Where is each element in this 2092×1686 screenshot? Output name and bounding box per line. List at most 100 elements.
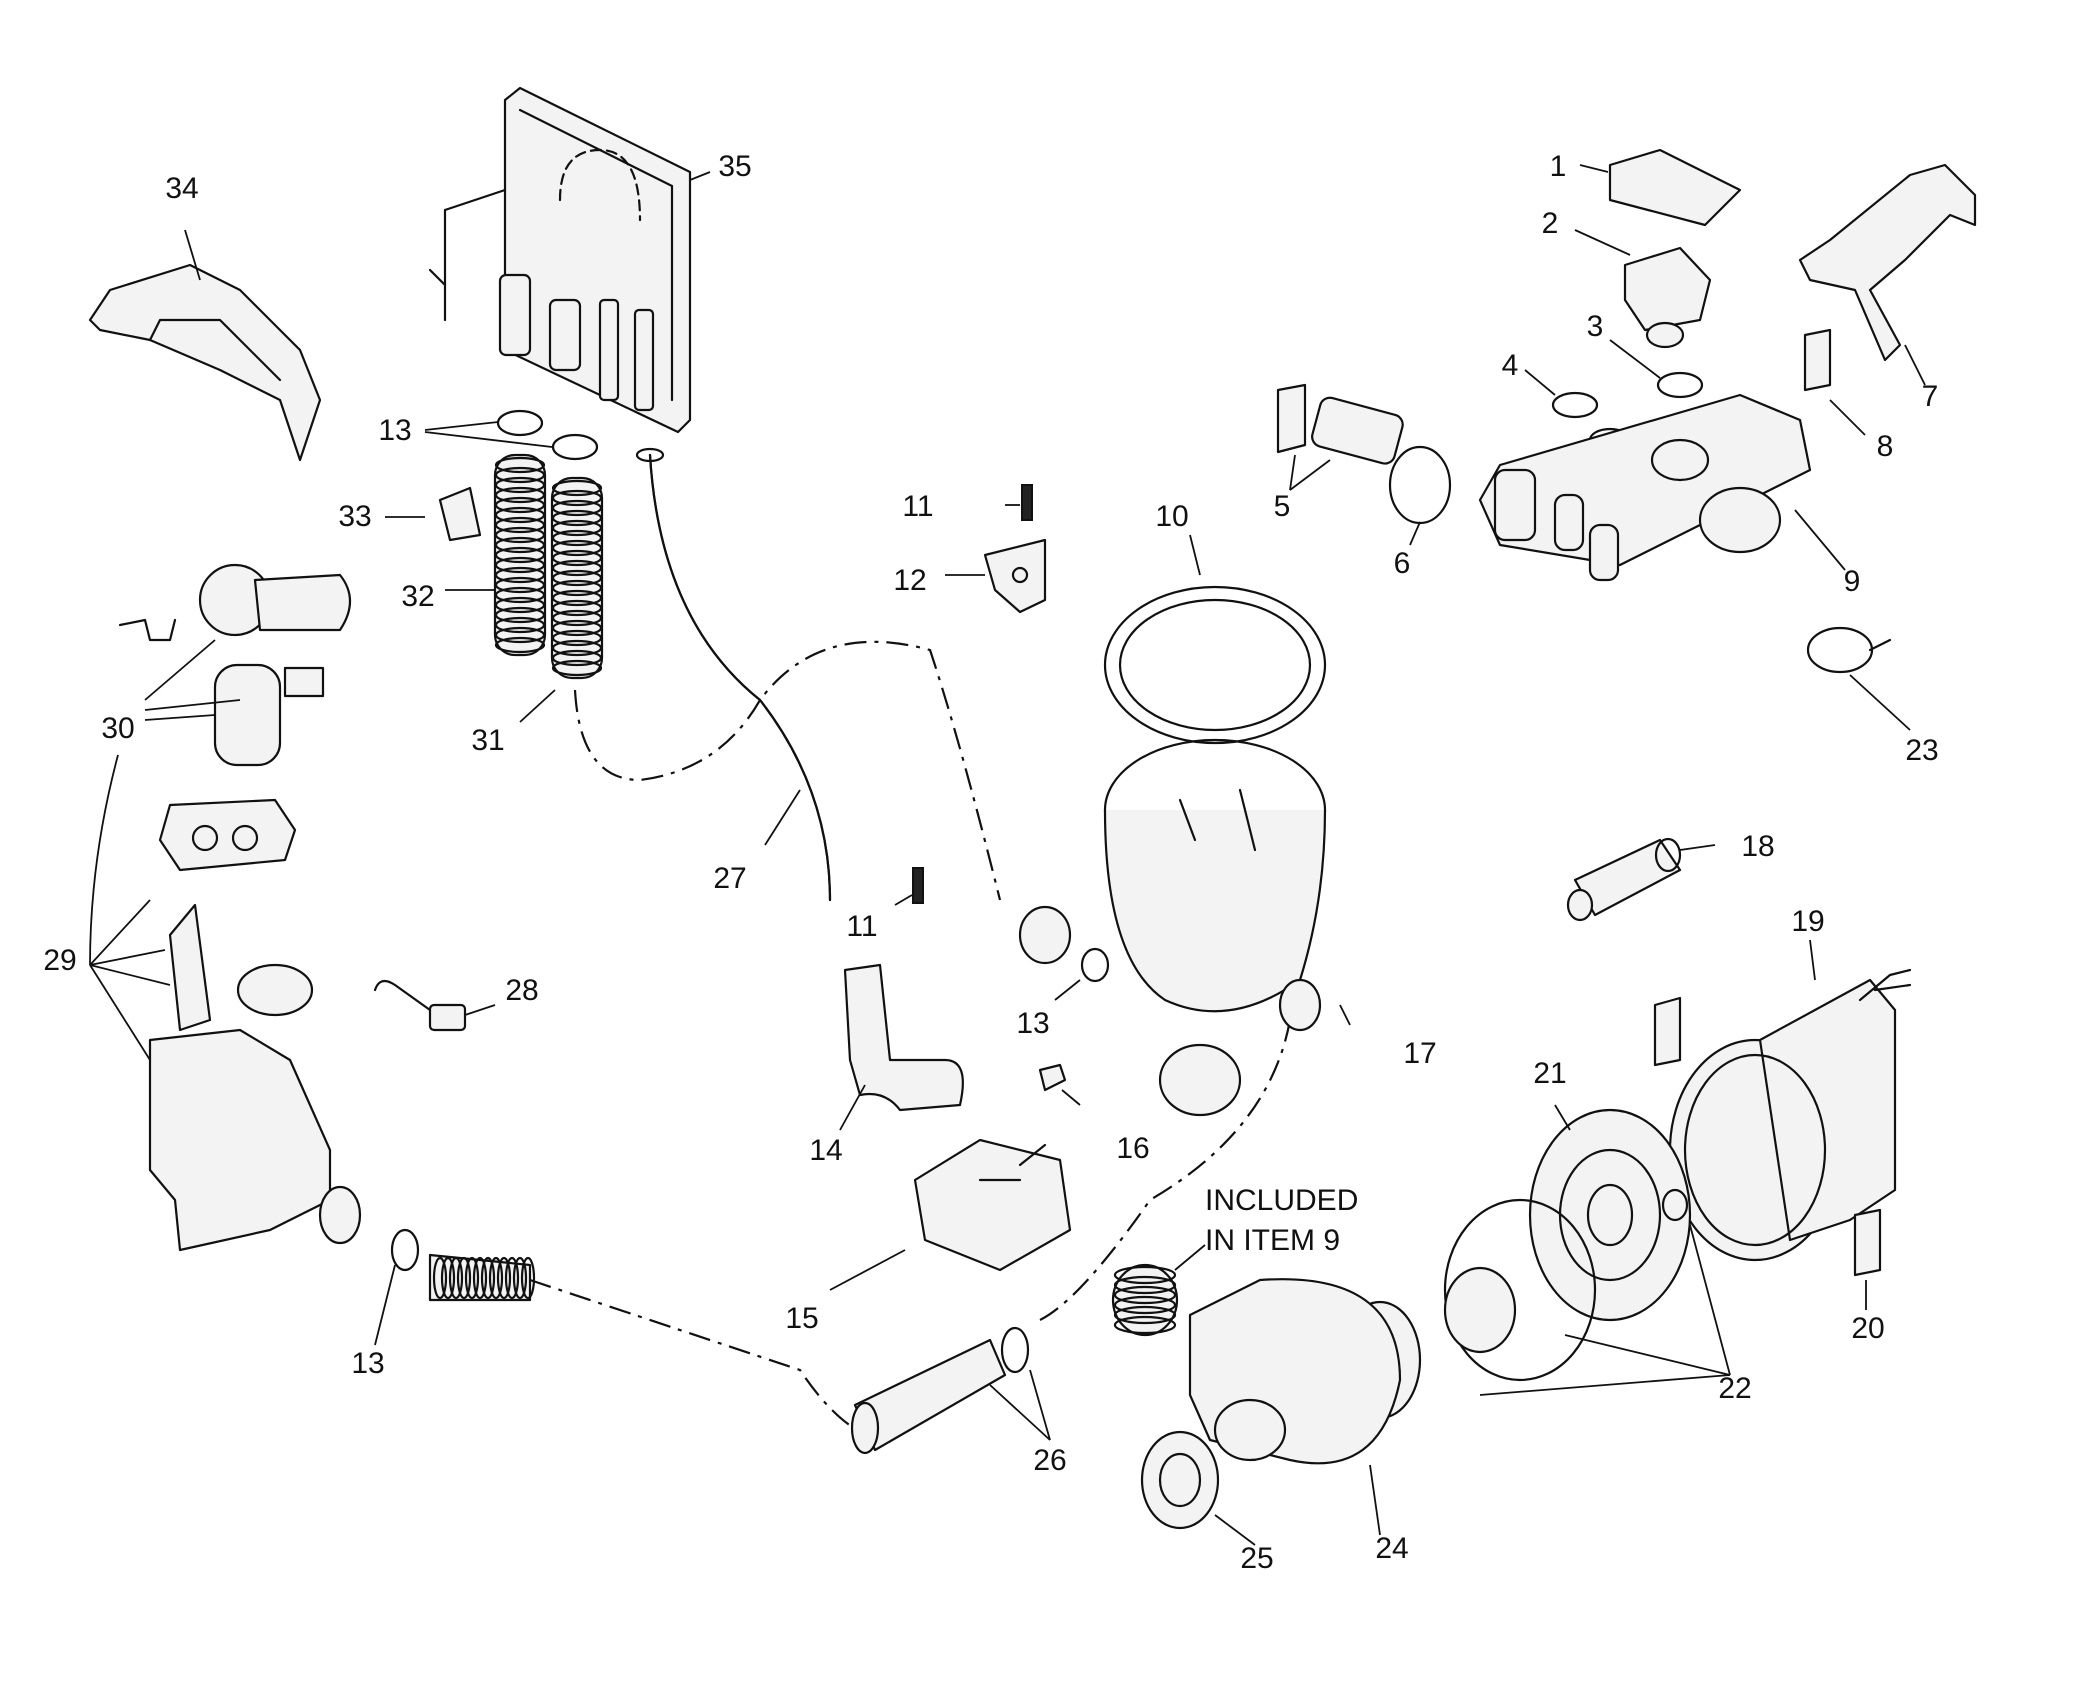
spring-coil — [551, 649, 603, 667]
spring-coil — [551, 609, 603, 627]
part-8-clip — [1803, 328, 1866, 436]
callout-33: 33 — [338, 500, 371, 533]
part-15-switch — [829, 1138, 1072, 1291]
part-27-hose — [635, 447, 832, 902]
included-note-line-1: INCLUDED — [1205, 1184, 1358, 1217]
callout-6: 6 — [1394, 547, 1411, 580]
part-13-oring-bottom — [374, 1228, 420, 1346]
spring-coil — [551, 639, 603, 657]
part-34-cover — [88, 229, 322, 462]
spring-coil — [494, 606, 546, 624]
spring-coil — [494, 616, 546, 634]
spring-coil — [1113, 1285, 1177, 1305]
part-1-cap — [1579, 148, 1742, 227]
callout-8: 8 — [1877, 430, 1894, 463]
spring-coil — [494, 596, 546, 614]
part-24-pump-volute — [1188, 1278, 1402, 1536]
spring-coil — [456, 1256, 472, 1300]
part-33-clip — [385, 486, 482, 542]
callout-16: 16 — [1116, 1132, 1149, 1165]
spring-coil — [551, 589, 603, 607]
part-28-sensor — [373, 979, 496, 1032]
part-26-hose-connector — [850, 1326, 1051, 1455]
callout-5: 5 — [1274, 490, 1291, 523]
spring-coil — [494, 576, 546, 594]
callout-4: 4 — [1502, 349, 1519, 382]
bellows-hose-left — [428, 1253, 536, 1302]
spring-coil — [551, 549, 603, 567]
spring-coil — [551, 529, 603, 547]
spring-coil — [520, 1256, 536, 1300]
spring-coil — [1113, 1275, 1177, 1295]
spring-coil — [551, 479, 603, 497]
spring-coil — [494, 556, 546, 574]
spring-coil — [440, 1256, 456, 1300]
callout-34: 34 — [165, 172, 198, 205]
callout-22: 22 — [1718, 1372, 1751, 1405]
callout-24: 24 — [1375, 1532, 1408, 1565]
part-13-orings-top — [424, 409, 599, 461]
part-30-float-switch — [118, 563, 352, 767]
spring-coil — [494, 466, 546, 484]
part-3-oring — [1609, 339, 1704, 399]
part-25-seal — [1140, 1430, 1256, 1546]
included-spring — [1111, 1244, 1206, 1337]
spring-coil — [494, 456, 546, 474]
callout-10: 10 — [1155, 500, 1188, 533]
spring-coil — [496, 1256, 512, 1300]
spring-coil — [494, 486, 546, 504]
callout-3: 3 — [1587, 310, 1604, 343]
spring-coil — [1113, 1295, 1177, 1315]
callout-29: 29 — [43, 944, 76, 977]
callout-15: 15 — [785, 1302, 818, 1335]
callout-13-top: 13 — [378, 414, 411, 447]
spring-coil — [494, 516, 546, 534]
part-20-clip — [1853, 1208, 1882, 1310]
spring-coil — [551, 499, 603, 517]
part-29-valve-assembly — [89, 754, 362, 1252]
callout-26: 26 — [1033, 1444, 1066, 1477]
spring-coil — [1113, 1265, 1177, 1285]
callout-2: 2 — [1542, 207, 1559, 240]
spring-coil — [551, 519, 603, 537]
part-19-terminal-clip — [1653, 996, 1682, 1067]
part-11-screw-mid — [894, 867, 924, 906]
part-13-oring-mid — [1018, 905, 1110, 1001]
callout-32: 32 — [401, 580, 434, 613]
callout-17: 17 — [1403, 1037, 1436, 1070]
callout-28: 28 — [505, 974, 538, 1007]
spring-coil — [480, 1256, 496, 1300]
part-23-hose-clamp — [1806, 626, 1911, 731]
callout-20: 20 — [1851, 1312, 1884, 1345]
spring-coil — [1113, 1315, 1177, 1335]
spring-coil — [551, 629, 603, 647]
callout-19: 19 — [1791, 905, 1824, 938]
spring-coil — [551, 559, 603, 577]
spring-coil — [494, 506, 546, 524]
spring-coil — [551, 599, 603, 617]
spring-coil — [472, 1256, 488, 1300]
callout-35: 35 — [718, 150, 751, 183]
part-31-32-springs — [445, 453, 604, 723]
spring-coil — [432, 1256, 448, 1300]
spring-coil — [551, 489, 603, 507]
spring-coil — [494, 536, 546, 554]
callout-13-bottom: 13 — [351, 1347, 384, 1380]
spring-coil — [494, 636, 546, 654]
spring-coil — [551, 619, 603, 637]
part-14-bracket — [839, 963, 964, 1131]
part-16-clip — [1038, 1063, 1081, 1106]
included-note-line-2: IN ITEM 9 — [1205, 1224, 1340, 1257]
spring-coil — [494, 586, 546, 604]
spring-coil — [551, 509, 603, 527]
callout-11-mid: 11 — [846, 910, 877, 943]
spring-coil — [494, 526, 546, 544]
callout-23: 23 — [1905, 734, 1938, 767]
spring-coil — [551, 659, 603, 677]
callout-30: 30 — [101, 712, 134, 745]
part-7-cover — [1798, 163, 1977, 386]
part-9-manifold — [1478, 393, 1846, 582]
callout-21: 21 — [1533, 1057, 1566, 1090]
callout-18: 18 — [1741, 830, 1774, 863]
